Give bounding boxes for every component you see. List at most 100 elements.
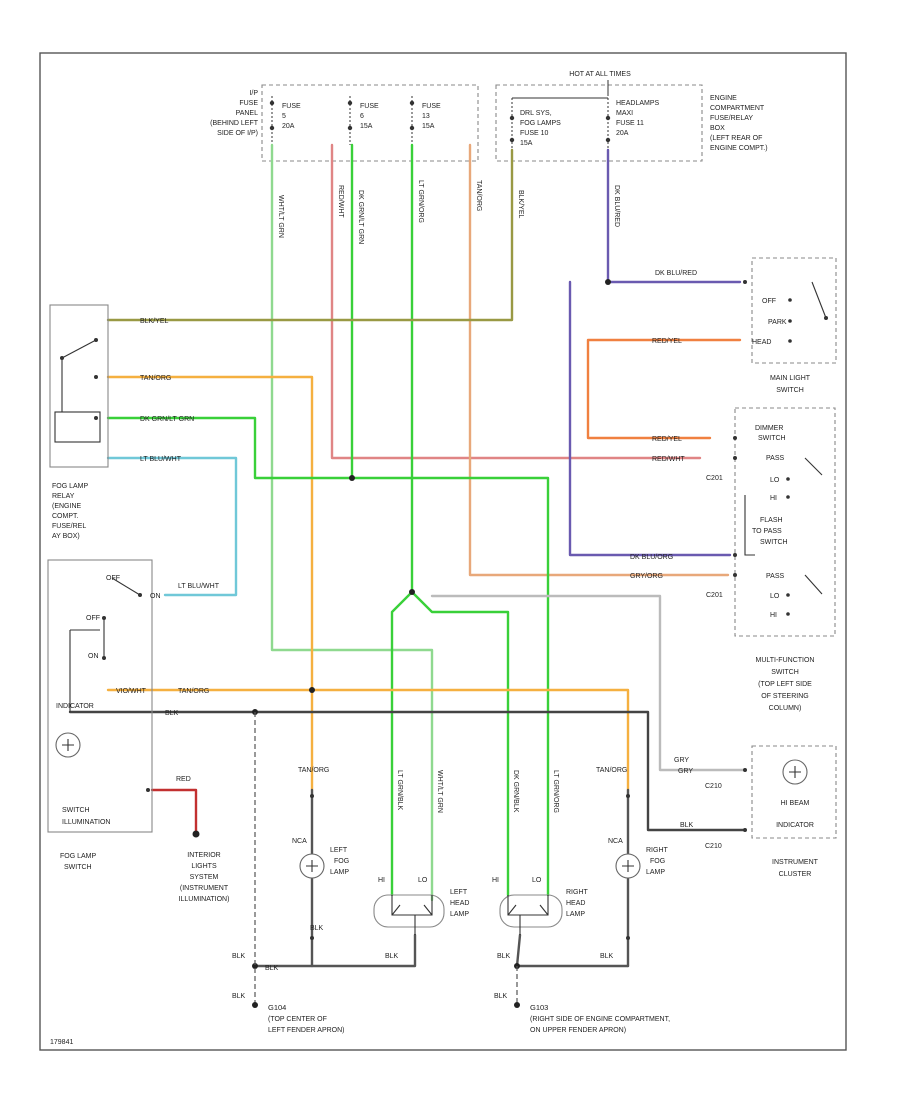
wire-wht-lt-grn	[270, 143, 434, 902]
fuse-6: FUSE 6 15A	[347, 96, 379, 145]
fog-switch-label-indicator: INDICATOR	[56, 703, 94, 710]
label-tan-org: TAN/ORG	[140, 375, 171, 382]
fuse-6-label-2: 6	[360, 113, 364, 120]
left-headlamp: HI LO LEFT HEAD LAMP	[373, 877, 469, 935]
hot-at-all-times-label: HOT AT ALL TIMES	[569, 71, 631, 78]
g104-desc-1: (TOP CENTER OF	[268, 1016, 327, 1023]
vertical-wire-labels: WHT/LT GRN RED/WHT DK GRN/LT GRN LT GRN/…	[277, 180, 620, 813]
label-tan-org-2: TAN/ORG	[178, 688, 209, 695]
left-fog-lamp: NCA LEFT FOG LAMP	[292, 794, 349, 940]
label-blk-6: BLK	[497, 953, 511, 960]
wire-tan-org-fuse13	[468, 143, 730, 577]
right-headlamp: HI LO RIGHT HEAD LAMP	[492, 877, 589, 935]
main-switch-off: OFF	[762, 298, 776, 305]
fog-switch-illum-2: ILLUMINATION	[62, 819, 111, 826]
label-blk-2: BLK	[310, 925, 324, 932]
wire-blk-yel	[106, 148, 514, 322]
multi-function-switch: DIMMER SWITCH PASS LO HI FLASH TO PASS S…	[733, 407, 836, 712]
left-head-label-1: LEFT	[450, 889, 468, 896]
g103-label: G103	[530, 1003, 548, 1012]
fuse-13-label-2: 13	[422, 113, 430, 120]
interior-lights-system: INTERIOR LIGHTS SYSTEM (INSTRUMENT ILLUM…	[179, 852, 230, 903]
dimmer-label-lo: LO	[770, 477, 780, 484]
left-head-label-3: LAMP	[450, 911, 469, 918]
fuse-10-label-2: FOG LAMPS	[520, 120, 561, 127]
label-blk-cluster: BLK	[680, 822, 694, 829]
interior-lights-5: ILLUMINATION)	[179, 896, 230, 903]
fuse-10: DRL SYS, FOG LAMPS FUSE 10 15A	[509, 98, 561, 150]
multifunction-title-2: SWITCH	[771, 669, 799, 676]
vlabel-3: DK GRN/LT GRN	[357, 190, 364, 244]
right-fog-lamp: NCA RIGHT FOG LAMP	[608, 794, 669, 940]
label-gry-org: GRY/ORG	[630, 573, 663, 580]
right-head-label-3: LAMP	[566, 911, 585, 918]
fuse-5-label-1: FUSE	[282, 103, 301, 110]
fog-relay-label-6: AY BOX)	[52, 533, 80, 540]
fog-lamp-relay: FOG LAMP RELAY (ENGINE COMPT. FUSE/REL A…	[49, 304, 109, 540]
fog-switch-title-1: FOG LAMP	[60, 853, 97, 860]
wire-fog-lamp-grounds	[310, 788, 630, 968]
label-dk-grn-lt-grn: DK GRN/LT GRN	[140, 416, 194, 423]
vlabel-9: WHT/LT GRN	[436, 770, 443, 813]
connector-c201-a: C201	[706, 475, 723, 482]
label-blk-4: BLK	[265, 965, 279, 972]
label-blk-5: BLK	[385, 953, 399, 960]
fog-switch-illum-1: SWITCH	[62, 807, 90, 814]
main-switch-title-2: SWITCH	[776, 387, 804, 394]
left-fog-label-2: FOG	[334, 858, 349, 865]
fuse-10-label-4: 15A	[520, 140, 533, 147]
wire-blk-indicator	[68, 710, 747, 832]
instrument-cluster: HI BEAM INDICATOR INSTRUMENT CLUSTER	[743, 745, 837, 878]
label-dk-blu-org: DK BLU/ORG	[630, 554, 673, 561]
connector-c210-a: C210	[705, 783, 722, 790]
fuse-10-label-1: DRL SYS,	[520, 110, 552, 117]
g104-blk: BLK	[232, 993, 246, 1000]
label-tan-org-left: TAN/ORG	[298, 767, 329, 774]
engine-box-label-3: FUSE/RELAY	[710, 115, 753, 122]
wire-dk-grn-lt-grn	[106, 416, 550, 897]
dimmer-label-2: SWITCH	[758, 435, 786, 442]
interior-lights-2: LIGHTS	[191, 863, 217, 870]
vlabel-4: LT GRN/ORG	[417, 180, 424, 223]
fuse-11-label-3: FUSE 11	[616, 120, 644, 127]
vlabel-8: LT GRN/BLK	[396, 770, 403, 811]
right-head-hi: HI	[492, 877, 499, 884]
right-head-label-1: RIGHT	[566, 889, 589, 896]
label-tan-org-right: TAN/ORG	[596, 767, 627, 774]
engine-box-label-5: (LEFT REAR OF	[710, 135, 762, 142]
right-fog-nca: NCA	[608, 838, 623, 845]
fuse-13-label-3: 15A	[422, 123, 435, 130]
dimmer-label-hi: HI	[770, 495, 777, 502]
label-red-yel: RED/YEL	[652, 338, 682, 345]
cluster-title-1: INSTRUMENT	[772, 859, 819, 866]
g103-blk: BLK	[494, 993, 508, 1000]
left-head-hi: HI	[378, 877, 385, 884]
engine-box-label-2: COMPARTMENT	[710, 105, 765, 112]
diagram-frame	[39, 52, 847, 1051]
vlabel-5: TAN/ORG	[475, 180, 482, 211]
wire-red-wht	[330, 143, 702, 460]
wire-lt-blu-wht	[106, 456, 238, 597]
fog-lamp-switch: OFF ON OFF ON INDICATOR SWITCH ILLUMINAT…	[47, 559, 161, 871]
left-head-lo: LO	[418, 877, 428, 884]
label-red-yel-2: RED/YEL	[652, 436, 682, 443]
hi-beam-label-1: HI BEAM	[781, 800, 810, 807]
main-switch-title-1: MAIN LIGHT	[770, 375, 811, 382]
fog-switch-label-on-2: ON	[88, 653, 99, 660]
fuse-10-label-3: FUSE 10	[520, 130, 549, 137]
ip-fuse-panel-label-4: (BEHIND LEFT	[210, 120, 259, 127]
label-blk-yel: BLK/YEL	[140, 318, 169, 325]
multifunction-title-5: COLUMN)	[769, 705, 802, 712]
wire-lt-grn-org-right	[410, 590, 510, 897]
engine-box-label-6: ENGINE COMPT.)	[710, 145, 768, 152]
right-head-lo: LO	[532, 877, 542, 884]
vlabel-2: RED/WHT	[337, 185, 344, 218]
multifunction-title-4: OF STEERING	[761, 693, 808, 700]
interior-lights-3: SYSTEM	[190, 874, 219, 881]
g104-desc-2: LEFT FENDER APRON)	[268, 1027, 345, 1034]
left-fog-nca: NCA	[292, 838, 307, 845]
splice-points	[192, 279, 611, 969]
vlabel-10: DK GRN/BLK	[512, 770, 519, 813]
wire-labels: BLK/YEL TAN/ORG DK GRN/LT GRN LT BLU/WHT…	[116, 270, 697, 972]
fog-relay-label-2: RELAY	[52, 493, 75, 500]
